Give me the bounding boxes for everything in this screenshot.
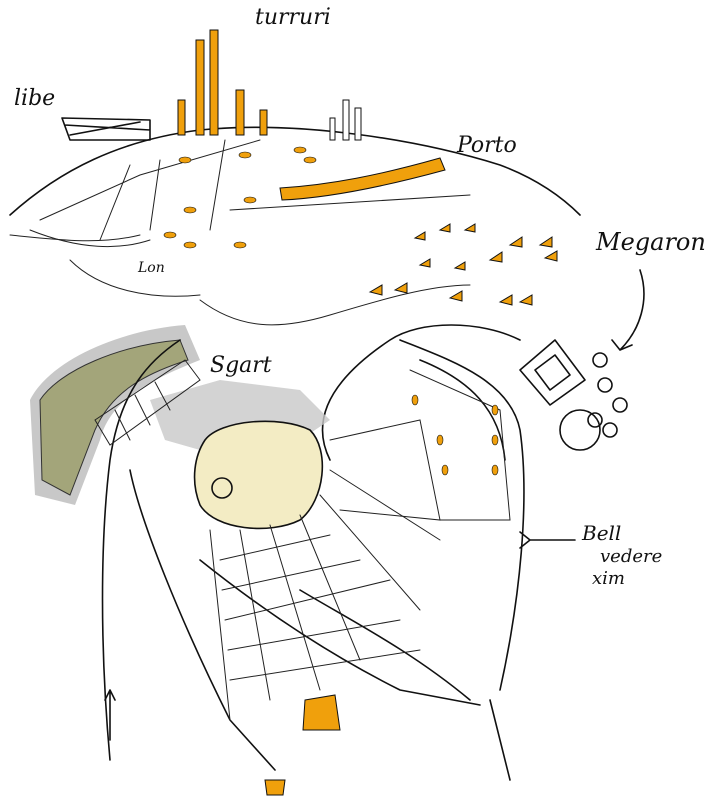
label-towers: turruri xyxy=(255,5,331,30)
megaron-arrow xyxy=(611,269,645,351)
agora-building xyxy=(94,359,201,446)
label-agora: Sgart xyxy=(210,353,272,378)
label-port: Porto xyxy=(456,133,517,158)
hatched-building xyxy=(61,117,151,141)
label-lower-left: Lon xyxy=(137,260,165,276)
tent-cluster xyxy=(368,223,558,306)
port-strip xyxy=(279,157,446,201)
hill-outline xyxy=(9,126,581,216)
gate-orange xyxy=(302,694,341,731)
label-libe: libe xyxy=(14,86,55,111)
label-belvedere-3: xim xyxy=(592,568,625,589)
label-megaron: Megaron xyxy=(595,228,706,256)
central-plaza xyxy=(193,420,324,530)
terrace-lines xyxy=(9,139,471,242)
label-belvedere-2: vedere xyxy=(600,546,662,567)
entry-orange xyxy=(264,779,286,796)
hill-contour xyxy=(29,229,471,326)
entry-arrow xyxy=(104,689,511,781)
terrace-houses xyxy=(411,394,499,476)
towers-group xyxy=(177,29,362,141)
radial-terrace-grid xyxy=(209,369,511,721)
megaron-building xyxy=(519,339,586,406)
outer-road-2 xyxy=(129,469,481,771)
belvedere-arrow xyxy=(519,531,576,549)
green-hillside-fill xyxy=(39,339,189,496)
megaron-circles xyxy=(559,352,628,451)
label-belvedere-1: Bell xyxy=(581,521,621,545)
hill-houses xyxy=(163,146,317,249)
outer-road xyxy=(101,324,525,761)
